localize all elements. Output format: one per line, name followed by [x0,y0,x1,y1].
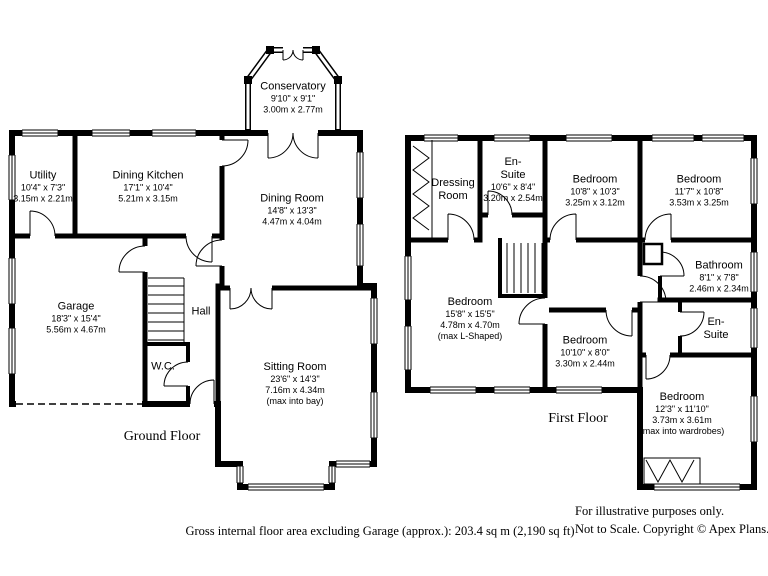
room-dims-ft: 11'7" x 10'8" [674,186,724,197]
room-name: W.C. [151,360,175,373]
room-label-wc: W.C. [151,360,175,373]
room-label-sitting-room: Sitting Room 23'6" x 14'3" 7.16m x 4.34m… [264,361,327,407]
room-name: Dining Kitchen [112,169,184,182]
room-dims-m: 4.47m x 4.04m [262,216,322,227]
room-dims-m: 3.30m x 2.44m [555,358,615,369]
room-name: Dressing Room [431,176,475,202]
room-name: Bedroom [676,173,722,186]
disclaimer-line-2: Not to Scale. Copyright © Apex Plans. [575,522,768,536]
room-label-dining-kitchen: Dining Kitchen 17'1" x 10'4" 5.21m x 3.1… [113,170,184,205]
room-note: (max L-Shaped) [437,330,503,341]
room-label-bedroom-bottom-right: Bedroom 12'3" x 11'10" 3.73m x 3.61m (ma… [640,391,725,437]
room-dims-ft: 14'8" x 13'3" [267,205,317,216]
room-dims-ft: 18'3" x 15'4" [51,313,101,324]
ground-door-arcs [29,49,319,405]
room-name: Dining Room [260,192,324,205]
room-label-utility: Utility 10'4" x 7'3" 3.15m x 2.21m [13,170,73,205]
room-name: Utility [29,169,57,182]
room-label-bedroom-top-middle: Bedroom 10'8" x 10'3" 3.25m x 3.12m [565,174,625,209]
first-door-arcs [447,190,705,380]
cupboard [642,242,664,266]
disclaimer-line-1: For illustrative purposes only. [575,504,725,518]
room-dims-m: 4.78m x 4.70m [440,320,500,331]
room-dims-ft: 15'8" x 15'5" [445,309,495,320]
room-label-en-suite-1: En-Suite 10'6" x 8'4" 3.20m x 2.54m [483,156,543,204]
ground-floor-title: Ground Floor [123,429,201,444]
room-name: Bathroom [695,259,743,272]
first-stairs [506,243,543,293]
room-dims-ft: 9'10" x 9'1" [270,93,316,104]
room-dims-ft: 8'1" x 7'8" [699,272,739,283]
room-dims-m: 3.20m x 2.54m [483,193,543,204]
room-dims-ft: 12'3" x 11'10" [655,404,709,415]
room-label-bedroom-left: Bedroom 15'8" x 15'5" 4.78m x 4.70m (max… [438,296,503,342]
room-name: En-Suite [500,156,526,182]
dressing-room-wardrobes [412,140,433,238]
first-walls [405,135,757,490]
room-dims-m: 3.15m x 2.21m [13,193,73,204]
ground-windows [8,129,378,491]
room-dims-ft: 10'10" x 8'0" [560,347,610,358]
room-dims-m: 3.00m x 2.77m [263,104,323,115]
room-label-hall: Hall [192,305,211,318]
room-label-bathroom: Bathroom 8'1" x 7'8" 2.46m x 2.34m [689,260,749,295]
room-name: Bedroom [447,296,493,309]
disclaimer: For illustrative purposes only. Not to S… [575,502,768,538]
gross-area-note: Gross internal floor area excluding Gara… [185,524,575,538]
room-dims-ft: 23'6" x 14'3" [270,374,320,385]
room-dims-ft: 10'4" x 7'3" [20,182,66,193]
first-floor-title: First Floor [548,411,608,426]
room-name: Bedroom [572,173,618,186]
ground-floor-plan [8,46,378,491]
room-label-dressing-room: Dressing Room [426,177,480,203]
room-label-garage: Garage 18'3" x 15'4" 5.56m x 4.67m [46,301,106,336]
room-dims-m: 5.21m x 3.15m [118,193,178,204]
room-name: Hall [191,305,211,318]
room-dims-m: 7.16m x 4.34m [265,385,325,396]
room-dims-ft: 10'8" x 10'3" [570,186,620,197]
room-name: Bedroom [562,334,608,347]
room-dims-m: 3.53m x 3.25m [669,197,729,208]
bedroom-wardrobes [643,457,701,485]
room-dims-ft: 17'1" x 10'4" [123,182,173,193]
room-note: (max into bay) [266,395,324,406]
room-label-bedroom-top-right: Bedroom 11'7" x 10'8" 3.53m x 3.25m [669,174,729,209]
room-name: Garage [57,300,95,313]
room-note: (max into wardrobes) [639,425,725,436]
room-dims-m: 3.25m x 3.12m [565,197,625,208]
room-dims-m: 3.73m x 3.61m [652,415,712,426]
first-floor-plan [404,134,758,491]
room-dims-m: 5.56m x 4.67m [46,324,106,335]
room-label-dining-room: Dining Room 14'8" x 13'3" 4.47m x 4.04m [260,193,324,228]
ground-stairs [148,277,185,344]
room-dims-ft: 10'6" x 8'4" [490,182,536,193]
room-label-en-suite-2: En-Suite [700,316,732,342]
room-name: Bedroom [659,391,705,404]
room-label-conservatory: Conservatory 9'10" x 9'1" 3.00m x 2.77m [260,81,325,116]
room-label-bedroom-middle: Bedroom 10'10" x 8'0" 3.30m x 2.44m [555,335,615,370]
room-name: En-Suite [703,315,729,341]
room-name: Sitting Room [263,361,327,374]
room-name: Conservatory [260,80,326,93]
room-dims-m: 2.46m x 2.34m [689,283,749,294]
